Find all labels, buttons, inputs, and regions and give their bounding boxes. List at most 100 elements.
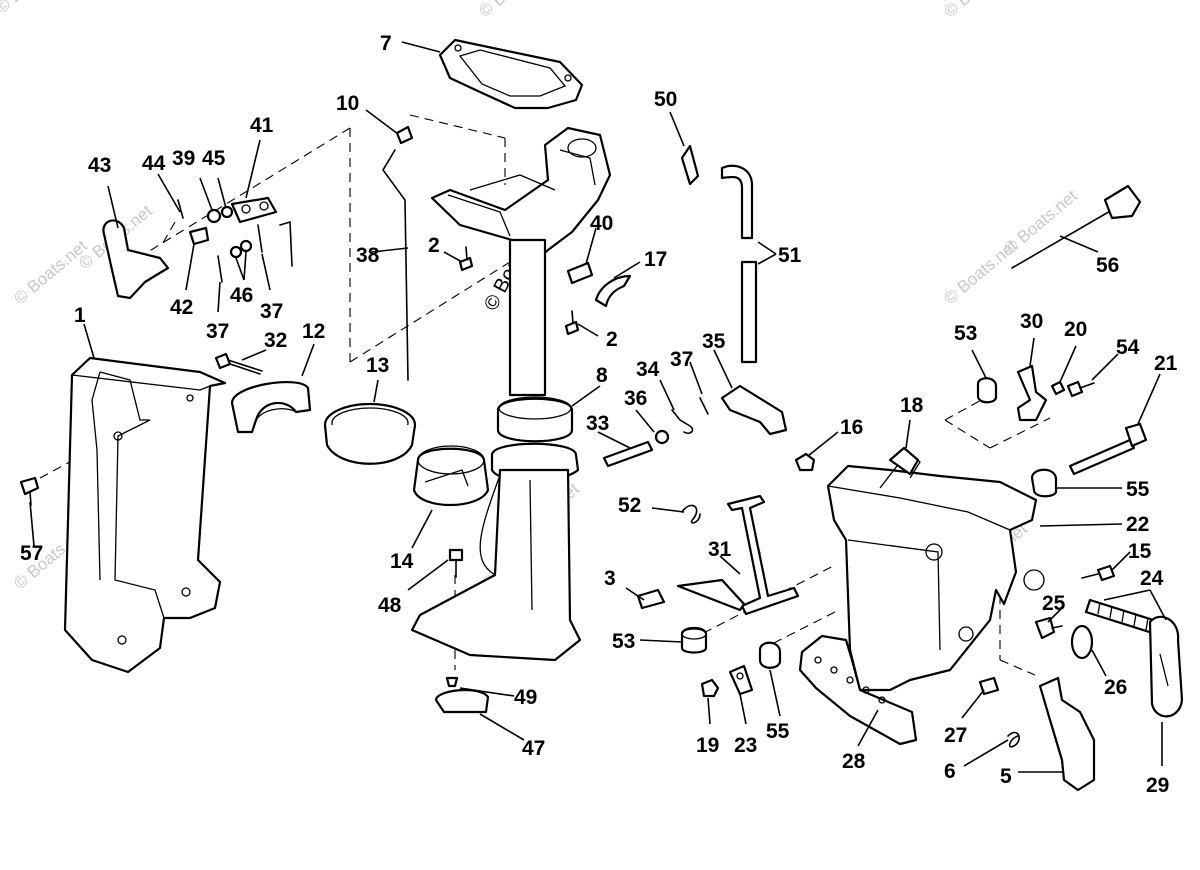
spring-part-52 bbox=[681, 504, 701, 524]
callout-19: 19 bbox=[696, 734, 719, 757]
gasket-part-7 bbox=[438, 38, 584, 110]
callout-37-c: 37 bbox=[670, 348, 693, 371]
block-part-3 bbox=[636, 588, 666, 610]
nut-part-20 bbox=[1050, 380, 1066, 396]
callout-6: 6 bbox=[944, 760, 956, 783]
handle-part-43 bbox=[102, 219, 170, 300]
washer-part-36 bbox=[654, 429, 670, 445]
callout-3: 3 bbox=[604, 567, 616, 590]
stern-bracket-part-22 bbox=[826, 448, 1045, 692]
callout-31: 31 bbox=[708, 538, 732, 561]
link-part-41 bbox=[230, 196, 278, 224]
bolt-part-15 bbox=[1081, 564, 1116, 582]
callout-45: 45 bbox=[202, 147, 226, 170]
callout-29: 29 bbox=[1146, 774, 1169, 797]
bracket-part-17 bbox=[594, 274, 632, 308]
callout-26: 26 bbox=[1104, 676, 1127, 699]
pin-part-27 bbox=[978, 676, 1000, 696]
washer-part-39 bbox=[206, 208, 222, 224]
callout-49: 49 bbox=[514, 686, 537, 709]
callout-33: 33 bbox=[586, 412, 609, 435]
callout-42: 42 bbox=[170, 296, 193, 319]
callout-10: 10 bbox=[336, 92, 359, 115]
callout-25: 25 bbox=[1042, 592, 1066, 615]
pin-bent bbox=[279, 220, 293, 267]
pins-part-37-left bbox=[217, 224, 263, 283]
pad-part-47 bbox=[434, 688, 490, 714]
callout-50: 50 bbox=[654, 88, 677, 111]
callout-56: 56 bbox=[1096, 254, 1119, 277]
watermark-right-upper: © Boats.net bbox=[1000, 186, 1081, 258]
callout-21: 21 bbox=[1154, 352, 1178, 375]
tab-part-18 bbox=[888, 446, 920, 476]
nut-part-19 bbox=[700, 678, 720, 698]
plate-part-23 bbox=[728, 664, 754, 696]
callout-27: 27 bbox=[944, 724, 967, 747]
screw-part-25 bbox=[1034, 616, 1063, 640]
fitting-part-40 bbox=[566, 261, 594, 285]
callout-41: 41 bbox=[250, 114, 274, 137]
washer-part-55-lower bbox=[758, 641, 782, 669]
callout-52: 52 bbox=[618, 494, 641, 517]
callout-57: 57 bbox=[20, 542, 43, 565]
callout-55-upper: 55 bbox=[1126, 478, 1150, 501]
screw-part-2-lower bbox=[564, 310, 580, 336]
callout-1: 1 bbox=[74, 304, 86, 327]
ring-part-13 bbox=[323, 402, 417, 465]
callout-44: 44 bbox=[142, 152, 166, 175]
callout-37-b: 37 bbox=[206, 320, 229, 343]
bolt-part-48 bbox=[448, 548, 464, 578]
steering-arm-part-8 bbox=[410, 126, 612, 662]
washer-part-55-upper bbox=[1030, 468, 1058, 498]
handle-part-29 bbox=[1148, 615, 1184, 718]
bracket-part-30 bbox=[1016, 364, 1048, 422]
bushing-part-53-lower bbox=[680, 626, 708, 654]
watermark-top-left: © Boats.net bbox=[0, 0, 73, 17]
callout-47: 47 bbox=[522, 737, 545, 760]
callout-54: 54 bbox=[1116, 336, 1140, 359]
callout-23: 23 bbox=[734, 734, 757, 757]
callout-48: 48 bbox=[378, 594, 402, 617]
callout-2-lower: 2 bbox=[606, 328, 618, 351]
callout-16: 16 bbox=[840, 416, 863, 439]
bracket-part-35 bbox=[720, 384, 788, 436]
tilt-lever-part-31 bbox=[676, 494, 800, 616]
callout-36: 36 bbox=[624, 387, 647, 410]
callout-2-upper: 2 bbox=[428, 234, 440, 257]
pin-part-33 bbox=[602, 440, 654, 468]
callout-labels: 7 10 50 41 43 44 39 45 38 2 40 51 56 17 … bbox=[20, 32, 1178, 797]
washers-part-46 bbox=[229, 239, 253, 259]
callout-43: 43 bbox=[88, 154, 111, 177]
screw-part-57 bbox=[19, 476, 40, 506]
spring-part-34 bbox=[671, 409, 694, 435]
clip-part-10 bbox=[395, 125, 414, 145]
callout-35: 35 bbox=[702, 330, 726, 353]
callout-51: 51 bbox=[778, 244, 802, 267]
pin-part-44 bbox=[177, 199, 184, 219]
callout-24: 24 bbox=[1140, 567, 1164, 590]
bracket-part-42 bbox=[188, 226, 210, 246]
callout-53-upper: 53 bbox=[954, 322, 977, 345]
callout-39: 39 bbox=[172, 147, 195, 170]
callout-12: 12 bbox=[302, 320, 325, 343]
assembly-lines bbox=[39, 114, 1051, 676]
leader-lines bbox=[29, 41, 1167, 773]
screw-part-2-upper bbox=[458, 246, 474, 272]
bolt-part-32 bbox=[214, 352, 263, 375]
watermark-top-center: © Boats.net bbox=[475, 0, 556, 21]
callout-13: 13 bbox=[366, 354, 389, 377]
pin-part-37-right bbox=[699, 397, 709, 415]
clamp-bracket-part-28 bbox=[798, 634, 918, 746]
rod-part-56 bbox=[1011, 184, 1142, 269]
callout-34: 34 bbox=[636, 358, 660, 381]
tube-part-51 bbox=[720, 164, 758, 364]
nut-part-16 bbox=[794, 452, 816, 472]
callout-22: 22 bbox=[1126, 513, 1149, 536]
bushing-part-53-upper bbox=[976, 377, 998, 404]
washer-part-26 bbox=[1070, 624, 1094, 660]
watermark-left-mid: © Boats.net bbox=[10, 236, 91, 308]
bolt-part-21 bbox=[1068, 422, 1148, 476]
washer-part-45 bbox=[220, 205, 234, 219]
callout-15: 15 bbox=[1128, 540, 1152, 563]
